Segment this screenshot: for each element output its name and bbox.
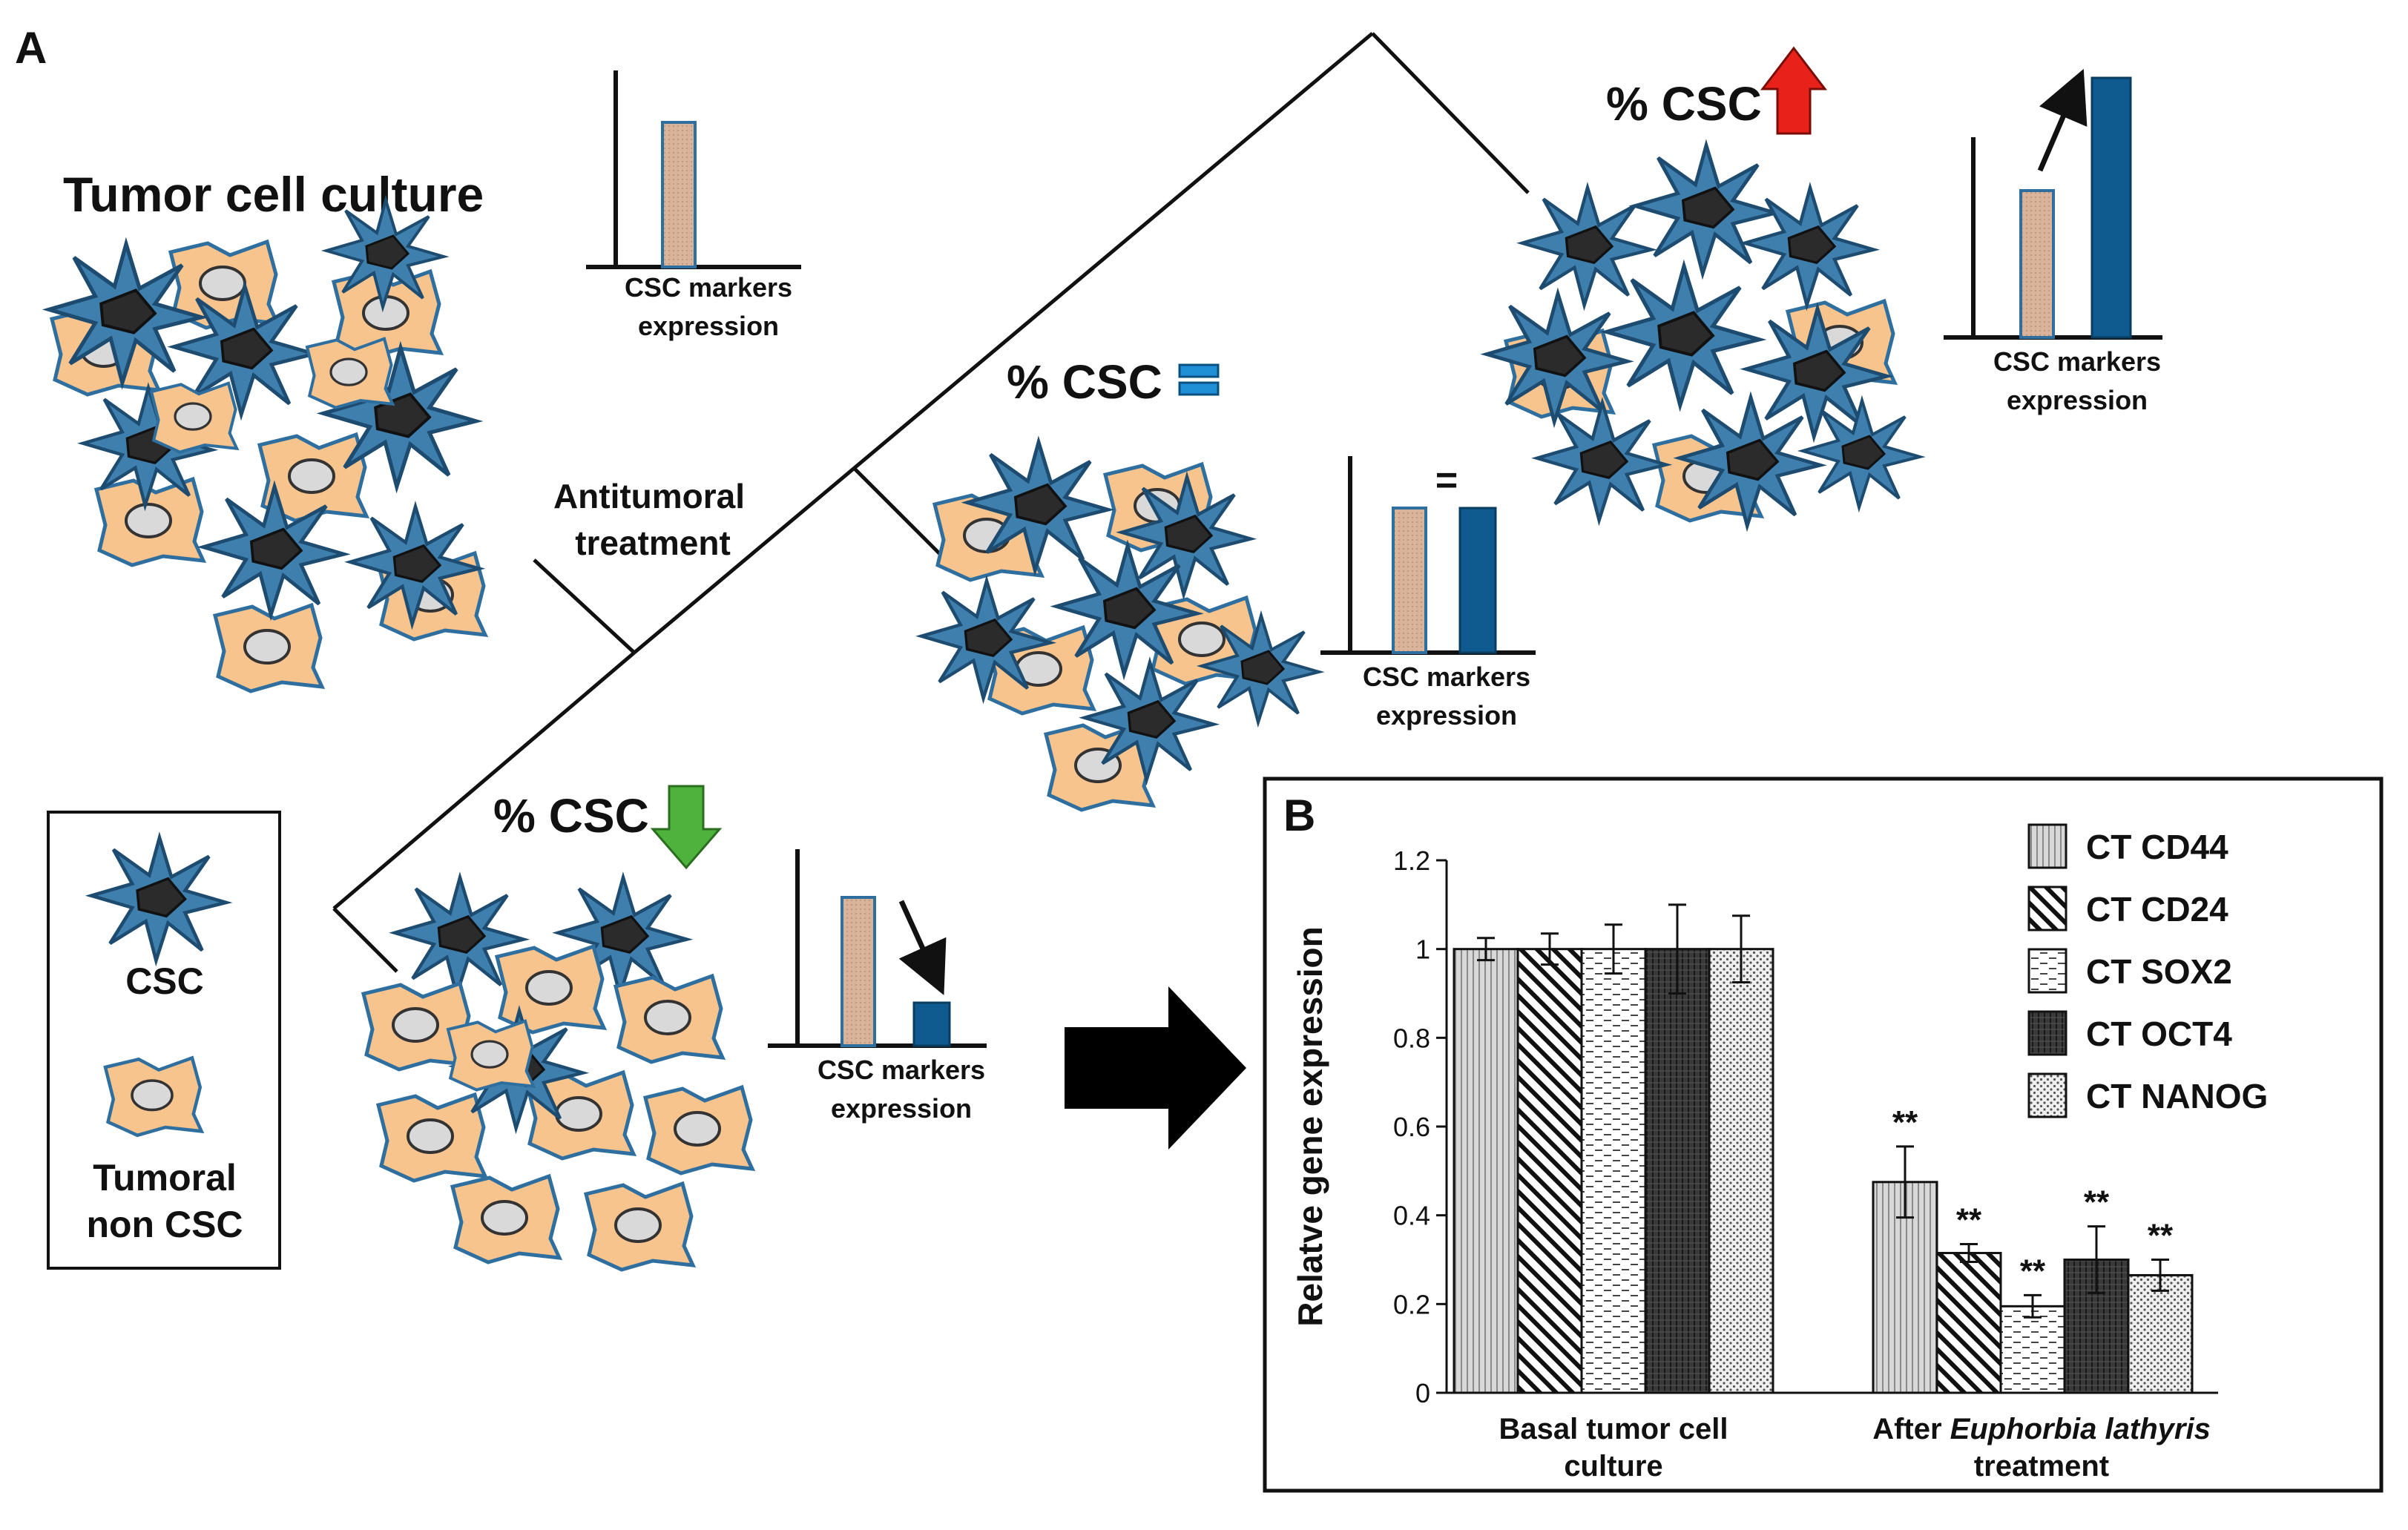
y-tick-label: 0.4 bbox=[1393, 1201, 1430, 1231]
basal-cell-cluster bbox=[49, 199, 485, 691]
bar bbox=[1708, 948, 1774, 1394]
legend-label: CT SOX2 bbox=[2086, 952, 2232, 991]
significance-label: ** bbox=[2020, 1253, 2046, 1289]
legend-csc-label: CSC bbox=[125, 960, 204, 1002]
bar bbox=[1935, 1252, 2002, 1394]
significance-label: ** bbox=[1892, 1104, 1918, 1141]
mini-chart-decrease: CSC markers expression bbox=[768, 849, 987, 1124]
noncsc-rich-cluster bbox=[363, 877, 752, 1270]
bar bbox=[1999, 1305, 2066, 1394]
legend-noncsc-line2: non CSC bbox=[86, 1204, 243, 1245]
y-tick-label: 1 bbox=[1415, 934, 1430, 965]
mini-xlabel-increase-1: CSC markers bbox=[1993, 346, 2161, 377]
y-axis-label: Relatve gene expression bbox=[1291, 926, 1329, 1326]
panel-b-label: B bbox=[1283, 791, 1315, 840]
mini-bar-equal-treated bbox=[1458, 507, 1497, 654]
legend-label: CT CD44 bbox=[2086, 828, 2228, 866]
treatment-label-1: Antitumoral bbox=[553, 477, 745, 515]
significance-label: ** bbox=[2148, 1218, 2174, 1254]
y-tick-label: 0 bbox=[1415, 1378, 1430, 1408]
category-label: culture bbox=[1564, 1450, 1662, 1483]
panel-a-title: Tumor cell culture bbox=[63, 167, 484, 222]
bar bbox=[1580, 948, 1647, 1394]
bar bbox=[1453, 948, 1519, 1394]
legend-swatch bbox=[2027, 823, 2067, 869]
mini-chart-equal: = CSC markers expression bbox=[1320, 456, 1536, 731]
mini-xlabel-decrease-1: CSC markers bbox=[818, 1055, 985, 1085]
mini-bar-equal-basal bbox=[1392, 507, 1427, 654]
legend-label: CT OCT4 bbox=[2086, 1015, 2232, 1053]
outcome-increase: % CSC CSC markers expression bbox=[1487, 46, 2162, 526]
y-tick-label: 0.8 bbox=[1393, 1023, 1430, 1053]
big-right-arrow-icon bbox=[1065, 986, 1246, 1150]
y-tick-label: 0.6 bbox=[1393, 1112, 1430, 1142]
y-tick-label: 1.2 bbox=[1393, 845, 1430, 876]
equal-icon bbox=[1178, 363, 1220, 396]
csc-rich-cluster bbox=[1487, 145, 1921, 526]
mini-bar-increase-treated bbox=[2090, 76, 2132, 339]
legend-swatch bbox=[2027, 886, 2067, 931]
significance-label: ** bbox=[2084, 1184, 2110, 1221]
cell-type-legend: CSC Tumoral non CSC bbox=[47, 811, 281, 1270]
outcome-equal: % CSC = CSC markers expression bbox=[921, 355, 1536, 810]
mini-bar-basal bbox=[661, 121, 697, 268]
outcome-increase-text: % CSC bbox=[1606, 77, 1762, 131]
mini-xlabel-1: CSC markers bbox=[625, 272, 792, 303]
bar bbox=[1516, 948, 1583, 1394]
bar bbox=[2127, 1273, 2194, 1394]
y-tick-label: 0.2 bbox=[1393, 1289, 1430, 1319]
panel-a-label: A bbox=[15, 23, 47, 73]
panel-b-frame bbox=[1263, 776, 2384, 1493]
category-label: treatment bbox=[1974, 1450, 2109, 1483]
legend-label: CT NANOG bbox=[2086, 1077, 2268, 1115]
outcome-decrease-text: % CSC bbox=[493, 789, 649, 843]
legend-swatch bbox=[2027, 1072, 2067, 1118]
mini-xlabel-increase-2: expression bbox=[2007, 385, 2148, 415]
mini-chart-basal: CSC markers expression bbox=[586, 70, 801, 341]
down-arrow-icon bbox=[650, 785, 723, 870]
outcome-decrease: % CSC CSC markers expression bbox=[363, 785, 987, 1270]
mini-xlabel-equal-2: expression bbox=[1376, 700, 1517, 731]
legend-label: CT CD24 bbox=[2086, 890, 2228, 929]
mixed-cluster bbox=[921, 442, 1320, 810]
mini-xlabel-decrease-2: expression bbox=[831, 1093, 972, 1124]
outcome-equal-text: % CSC bbox=[1007, 355, 1162, 409]
legend-swatch bbox=[2027, 948, 2067, 994]
mini-xlabel-equal-1: CSC markers bbox=[1363, 662, 1530, 692]
up-arrow-icon bbox=[1760, 46, 1828, 135]
treatment-label-2: treatment bbox=[575, 524, 731, 562]
category-label: After Euphorbia lathyris bbox=[1872, 1413, 2211, 1445]
mini-bar-decrease-treated bbox=[912, 1001, 951, 1047]
category-label: Basal tumor cell bbox=[1499, 1413, 1728, 1445]
significance-label: ** bbox=[1956, 1202, 1982, 1239]
mini-chart-increase: CSC markers expression bbox=[1944, 68, 2162, 415]
legend-noncsc-line1: Tumoral bbox=[93, 1157, 237, 1198]
mini-xlabel-2: expression bbox=[638, 311, 779, 341]
mini-bar-increase-basal bbox=[2019, 189, 2055, 339]
mini-equal-mark: = bbox=[1435, 459, 1458, 502]
mini-bar-decrease-basal bbox=[841, 896, 876, 1047]
treatment-tree bbox=[332, 32, 1530, 973]
bar bbox=[1644, 948, 1711, 1394]
legend-swatch bbox=[2027, 1010, 2067, 1056]
